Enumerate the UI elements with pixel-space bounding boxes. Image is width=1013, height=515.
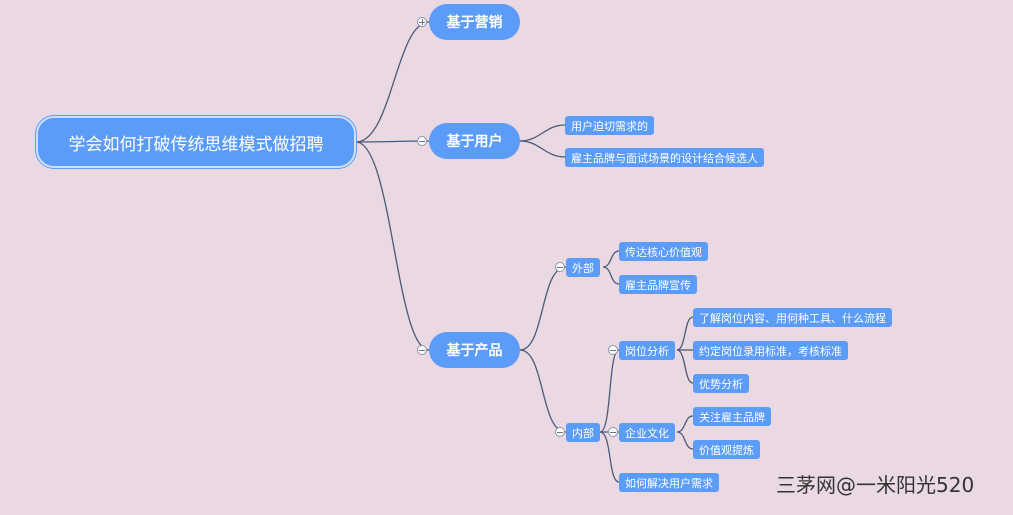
subtopic-core-values[interactable]: 传达核心价值观 (619, 242, 708, 261)
subtopic-corporate-culture[interactable]: 企业文化 (619, 423, 675, 442)
collapse-product-icon[interactable] (417, 345, 427, 355)
topic-user[interactable]: 基于用户 (429, 123, 520, 159)
edge-product-internal (519, 349, 567, 433)
subtopic-employer-brand-promo[interactable]: 雇主品牌宣传 (619, 275, 697, 294)
edge-culture-c2 (676, 431, 694, 450)
subtopic-job-content[interactable]: 了解岗位内容、用何种工具、什么流程 (693, 308, 892, 327)
subtopic-hiring-standard[interactable]: 约定岗位录用标准，考核标准 (693, 341, 848, 360)
edge-external-c2 (602, 266, 620, 285)
edge-root-marketing (355, 21, 430, 143)
edge-job-c1 (676, 316, 694, 351)
subtopic-user-urgent-need[interactable]: 用户迫切需求的 (565, 116, 654, 135)
edge-internal-solve (599, 431, 620, 483)
subtopic-external[interactable]: 外部 (566, 258, 600, 277)
edge-product-external (519, 266, 567, 351)
edge-root-product (355, 141, 430, 351)
root-topic[interactable]: 学会如何打破传统思维模式做招聘 (36, 116, 356, 168)
watermark-text: 三茅网@一米阳光520 (776, 473, 975, 497)
edge-culture-c1 (676, 415, 694, 433)
edge-user-c1 (519, 124, 566, 142)
collapse-user-icon[interactable] (417, 136, 427, 146)
subtopic-solve-user-needs[interactable]: 如何解决用户需求 (619, 473, 719, 492)
collapse-job-analysis-icon[interactable] (608, 345, 618, 355)
subtopic-job-analysis[interactable]: 岗位分析 (619, 341, 675, 360)
subtopic-internal[interactable]: 内部 (566, 423, 600, 442)
edge-internal-job (599, 349, 620, 433)
edge-job-c3 (676, 349, 694, 384)
edge-user-c2 (519, 140, 566, 158)
edge-external-c1 (602, 250, 620, 268)
subtopic-employer-brand-focus[interactable]: 关注雇主品牌 (693, 407, 771, 426)
subtopic-advantage-analysis[interactable]: 优势分析 (693, 374, 749, 393)
collapse-external-icon[interactable] (555, 262, 565, 272)
topic-marketing[interactable]: 基于营销 (429, 4, 520, 40)
subtopic-user-brand-interview[interactable]: 雇主品牌与面试场景的设计结合候选人 (565, 148, 764, 167)
expand-marketing-icon[interactable] (417, 17, 427, 27)
collapse-internal-icon[interactable] (555, 427, 565, 437)
topic-product[interactable]: 基于产品 (429, 332, 520, 368)
collapse-culture-icon[interactable] (608, 427, 618, 437)
subtopic-values-refine[interactable]: 价值观提炼 (693, 440, 760, 459)
